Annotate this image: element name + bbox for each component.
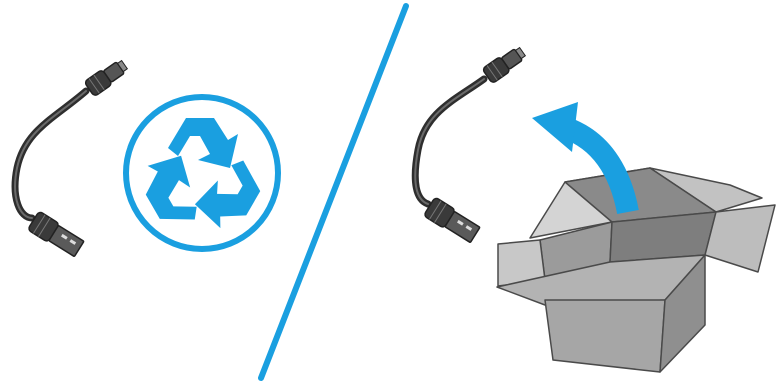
return-arrow-head	[532, 102, 578, 152]
box-front-face	[545, 300, 665, 372]
usb-cable-left-wire	[15, 91, 86, 218]
usb-cable-left	[15, 57, 130, 258]
recycle-icon	[126, 97, 278, 249]
divider-line	[261, 6, 406, 378]
usb-cable-right	[415, 44, 527, 244]
usb-cable-left-top-connector	[84, 57, 130, 96]
usb-cable-right-wire	[415, 79, 484, 204]
usb-cable-left-bottom-connector	[28, 211, 85, 258]
box-flap-right	[705, 205, 775, 272]
usb-cable-right-bottom-connector	[424, 197, 481, 244]
usb-cable-right-top-connector	[482, 44, 528, 83]
